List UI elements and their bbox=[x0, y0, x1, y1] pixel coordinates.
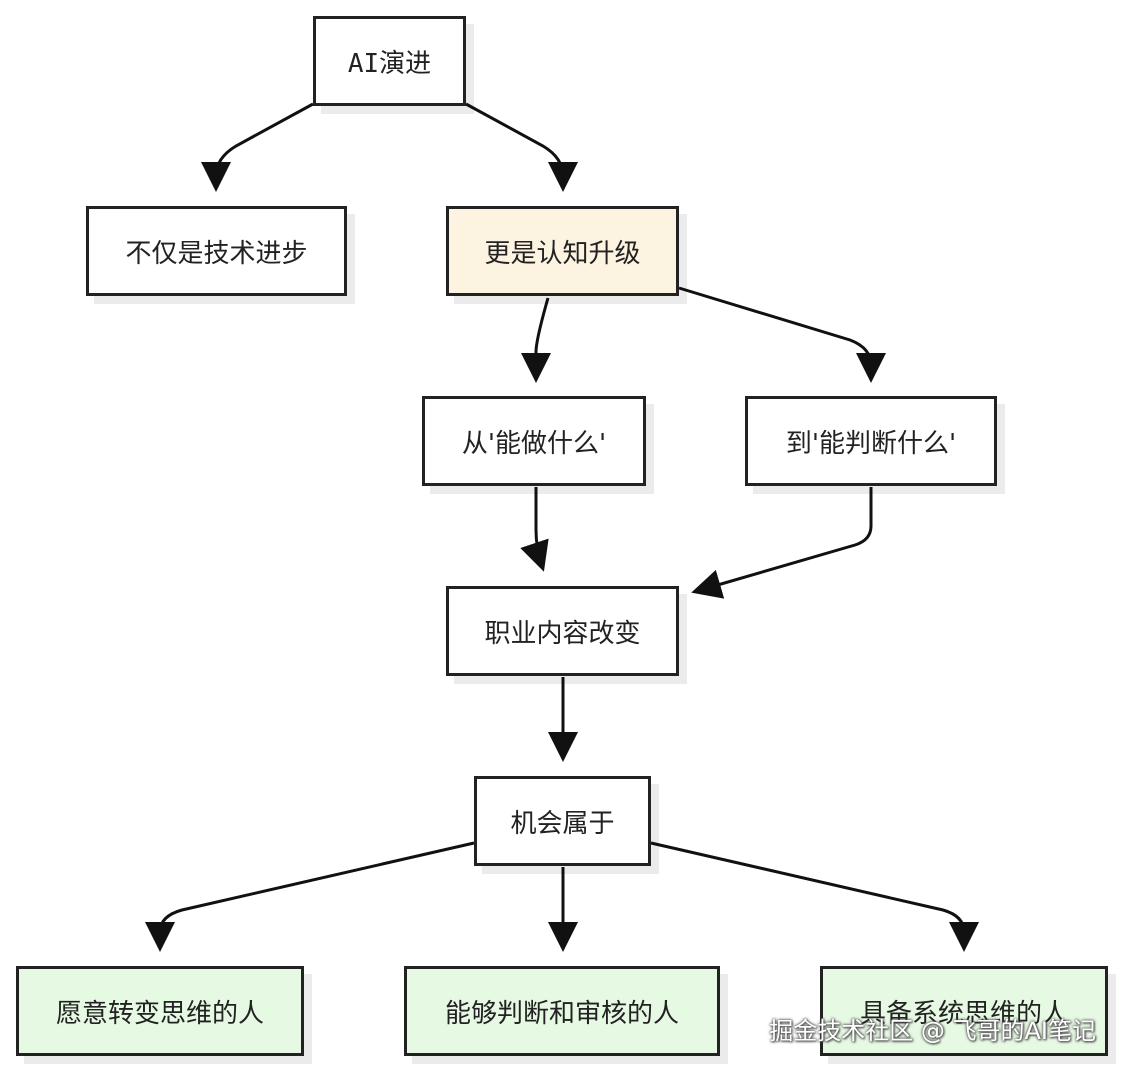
node-to-can-judge-label: 到'能判断什么' bbox=[785, 428, 957, 459]
node-career-change-label: 职业内容改变 bbox=[484, 618, 641, 649]
node-from-can-do: 从'能做什么' bbox=[422, 396, 646, 486]
node-from-can-do-label: 从'能做什么' bbox=[461, 428, 607, 459]
node-not-only-tech: 不仅是技术进步 bbox=[86, 206, 347, 296]
edge-opportunity-to-willing bbox=[145, 841, 475, 952]
node-willing-change-label: 愿意转变思维的人 bbox=[55, 998, 264, 1029]
node-ai-evolution: AI演进 bbox=[313, 16, 466, 106]
edge-root-to-not-only bbox=[201, 102, 314, 192]
node-ai-evolution-label: AI演进 bbox=[347, 48, 432, 79]
edge-opportunity-to-systems bbox=[650, 841, 979, 952]
node-judge-review: 能够判断和审核的人 bbox=[404, 966, 720, 1056]
edge-cognitive-to-from bbox=[521, 297, 551, 383]
node-career-change: 职业内容改变 bbox=[446, 586, 679, 676]
edge-root-to-cognitive bbox=[465, 102, 578, 192]
node-cognitive-upgrade-label: 更是认知升级 bbox=[484, 238, 641, 269]
node-willing-change: 愿意转变思维的人 bbox=[16, 966, 304, 1056]
node-judge-review-label: 能够判断和审核的人 bbox=[444, 998, 679, 1029]
watermark: 掘金技术社区 @ 飞哥的AI笔记 bbox=[769, 1017, 1096, 1045]
edge-from-to-career bbox=[520, 487, 549, 572]
node-systems-thinking-label: 具备系统思维的人 bbox=[859, 998, 1068, 1029]
node-systems-thinking: 具备系统思维的人 bbox=[820, 966, 1108, 1056]
node-to-can-judge: 到'能判断什么' bbox=[745, 396, 997, 486]
node-cognitive-upgrade: 更是认知升级 bbox=[446, 206, 679, 296]
node-opportunity-label: 机会属于 bbox=[510, 808, 615, 839]
node-not-only-tech-label: 不仅是技术进步 bbox=[125, 238, 308, 269]
node-opportunity: 机会属于 bbox=[474, 776, 651, 866]
edge-cognitive-to-to bbox=[678, 286, 886, 383]
edge-to-to-career bbox=[691, 487, 873, 599]
